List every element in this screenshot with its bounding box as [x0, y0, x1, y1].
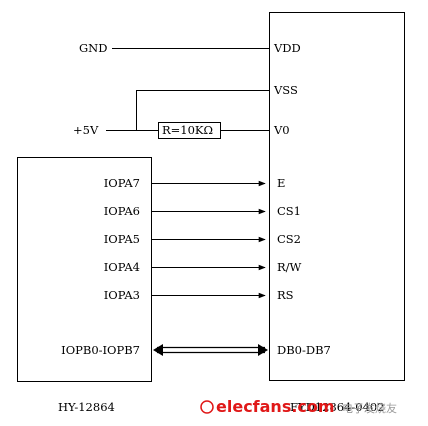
lcd-pin-db: DB0-DB7	[277, 343, 331, 357]
mcu-pin-iopa6: IOPA6	[104, 204, 140, 218]
mcu-pin-iopa4: IOPA4	[104, 260, 140, 274]
mcu-name: HY-12864	[58, 400, 115, 414]
watermark-logo-icon	[200, 400, 214, 414]
lcd-pin-vss: VSS	[273, 83, 298, 97]
vcc-label: +5V	[73, 123, 99, 137]
lcd-pin-cs1: CS1	[277, 204, 301, 218]
lcd-pin-cs2: CS2	[277, 232, 301, 246]
lcd-module-box	[269, 12, 405, 381]
watermark-brand: elecfans.com	[216, 397, 335, 416]
resistor	[158, 122, 221, 139]
lcd-pin-v0: V0	[273, 123, 290, 137]
mcu-pin-iopa3: IOPA3	[104, 288, 140, 302]
watermark-tagline: 电子发烧友	[342, 401, 397, 415]
resistor-label: R=10KΩ	[162, 123, 213, 137]
mcu-pin-iopa7: IOPA7	[104, 176, 140, 190]
data-bus-arrow-left	[153, 344, 163, 356]
lcd-pin-rs: RS	[277, 288, 294, 302]
mcu-box	[17, 157, 152, 382]
lcd-pin-vdd: VDD	[273, 41, 301, 55]
lcd-pin-rw: R/W	[277, 260, 302, 274]
lcd-pin-e: E	[277, 176, 285, 190]
mcu-pin-iopb: IOPB0-IOPB7	[61, 343, 140, 357]
data-bus-arrow-right	[258, 344, 268, 356]
vss-wire	[136, 90, 269, 131]
lcd-name: FYD12864-0402	[290, 400, 385, 414]
gnd-label: GND	[79, 41, 107, 55]
mcu-pin-iopa5: IOPA5	[104, 232, 140, 246]
